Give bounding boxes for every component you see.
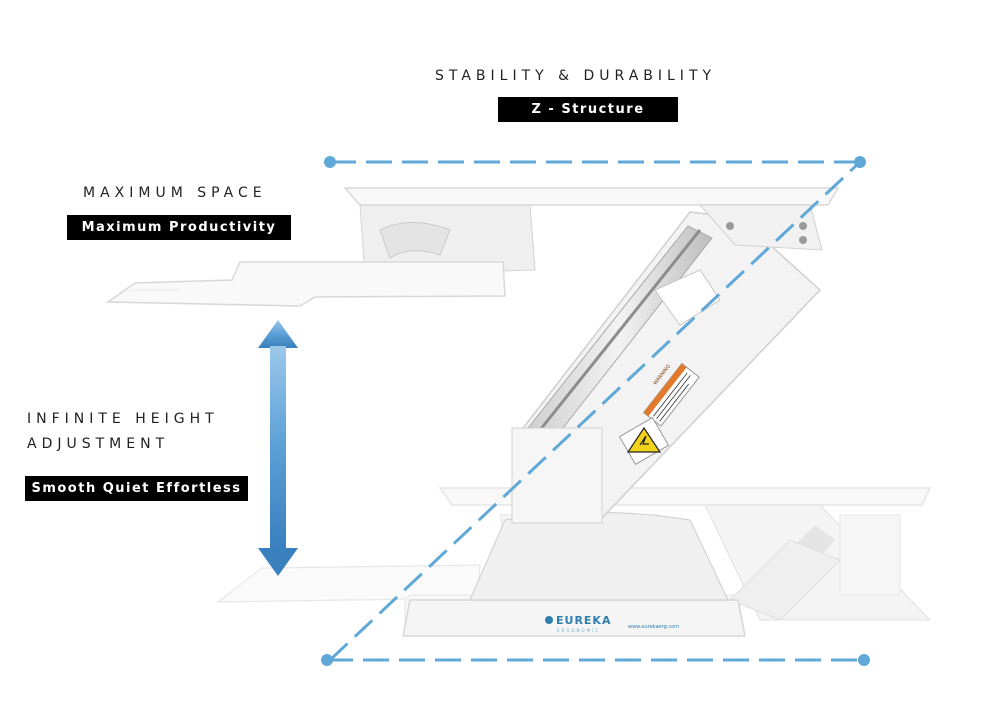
raised-desk-top [105,187,840,307]
height-heading-line2: ADJUSTMENT [27,436,170,452]
stability-heading: STABILITY & DURABILITY [435,68,717,84]
space-heading: MAXIMUM SPACE [83,185,267,201]
height-adjust-arrow-icon [258,320,298,576]
z-lift-arm [511,211,822,524]
bottom-height-line [321,654,870,666]
top-height-line [324,156,866,168]
brand-subtitle: ERGONOMIC [557,628,601,633]
brand-website: www.eurekaerg.com [628,624,680,630]
desk-base [402,511,746,637]
z-diagonal-line [328,160,862,662]
height-tag: Smooth Quiet Effortless [25,476,248,501]
stability-tag: Z - Structure [498,97,678,122]
space-tag: Maximum Productivity [67,215,291,240]
eureka-logo-icon [545,616,553,624]
height-heading-line1: INFINITE HEIGHT [27,411,219,427]
brand-name: EUREKA [556,614,612,627]
brand-logo: EUREKA [545,614,611,627]
warning-triangle-icon [618,416,670,466]
